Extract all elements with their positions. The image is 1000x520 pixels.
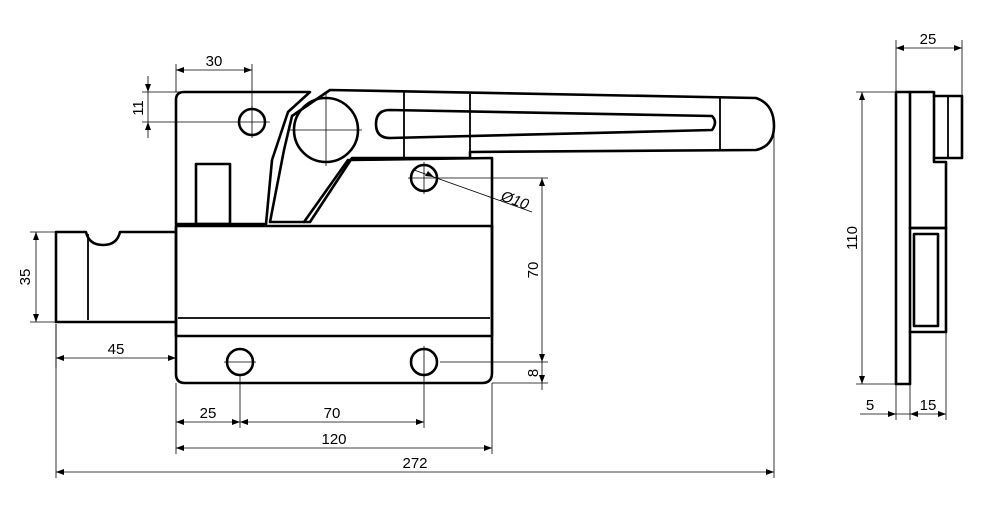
dim-35-label: 35 xyxy=(17,269,34,286)
latch-body xyxy=(174,224,494,338)
dim-25-label: 25 xyxy=(200,405,217,422)
bolt xyxy=(54,230,178,324)
dim-70-vertical-label: 70 xyxy=(525,262,542,279)
dim-110-label: 110 xyxy=(844,226,861,250)
side-lever-profile xyxy=(908,90,948,230)
dim-272-label: 272 xyxy=(402,455,427,472)
side-view xyxy=(894,90,964,386)
side-latch-slot xyxy=(912,232,940,328)
dim-30-label: 30 xyxy=(206,53,223,70)
dim-120-label: 120 xyxy=(321,431,346,448)
front-dimensions: 30 11 Ø10 35 45 70 xyxy=(17,53,775,478)
front-view xyxy=(54,88,776,385)
dim-d10-label: Ø10 xyxy=(498,187,532,213)
slot xyxy=(194,162,232,226)
dim-11-label: 11 xyxy=(130,100,147,116)
side-latch-body xyxy=(908,226,948,334)
lever-slot xyxy=(374,108,717,140)
dim-5-label: 5 xyxy=(866,397,874,414)
dim-side-25-label: 25 xyxy=(920,31,937,48)
dim-70-horizontal-label: 70 xyxy=(324,405,341,422)
dim-15-label: 15 xyxy=(920,397,937,414)
base-plate-lower xyxy=(174,224,494,385)
plate-right-edge xyxy=(302,156,494,230)
center-lines xyxy=(224,94,440,378)
side-base-plate xyxy=(894,90,912,386)
side-dimensions: 25 110 5 15 xyxy=(844,31,963,420)
dim-8-label: 8 xyxy=(525,369,542,377)
dim-45-label: 45 xyxy=(108,341,125,358)
lever-handle xyxy=(268,88,776,224)
